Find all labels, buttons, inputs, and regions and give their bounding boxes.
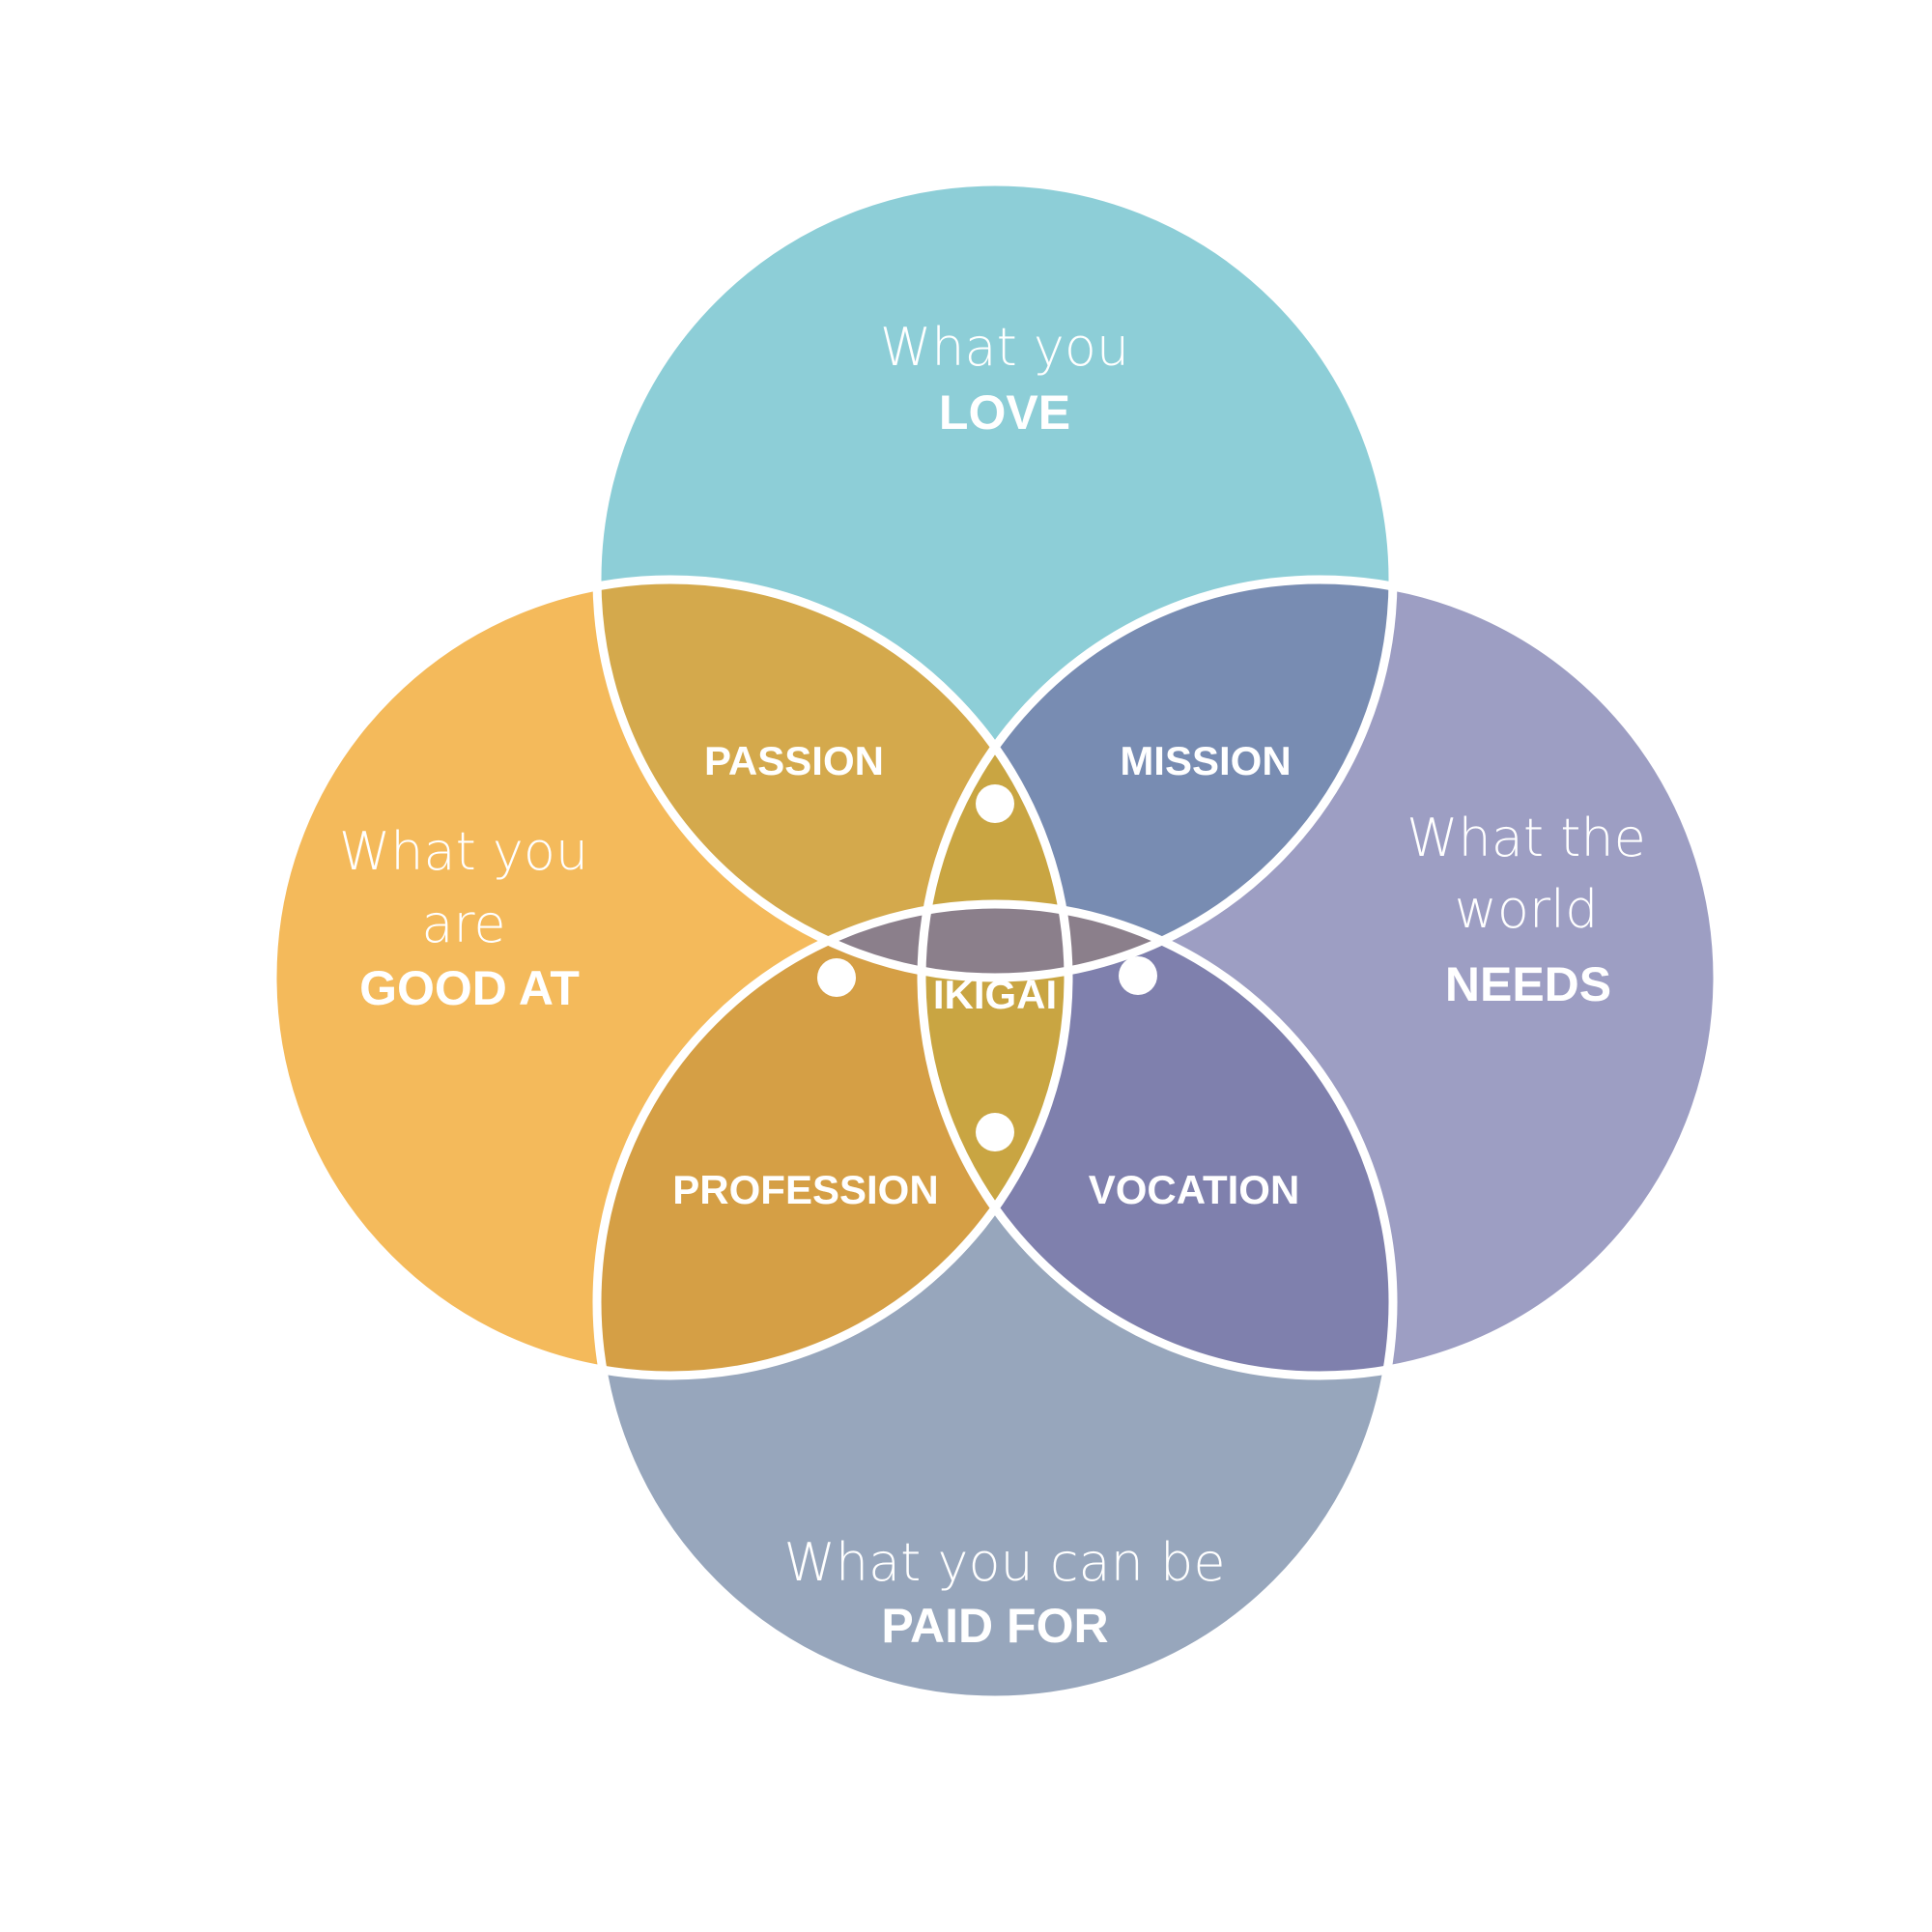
- dot-right: [1119, 956, 1157, 995]
- outline-good-at: [268, 575, 1073, 1380]
- mission-label: MISSION: [1120, 738, 1291, 783]
- vocation-label: VOCATION: [1089, 1167, 1300, 1212]
- love-line2: LOVE: [939, 385, 1070, 440]
- world-line1: What the: [1406, 808, 1646, 868]
- paid-for-line2: PAID FOR: [881, 1599, 1108, 1653]
- outline-paid-for: [592, 899, 1398, 1705]
- region-mission: [922, 580, 1393, 978]
- profession-label: PROFESSION: [672, 1167, 938, 1212]
- good-at-line1: What you: [339, 821, 588, 882]
- dot-bottom: [976, 1113, 1014, 1151]
- dot-top: [976, 784, 1014, 823]
- ikigai-label: IKIGAI: [933, 972, 1057, 1017]
- outline-world-needs: [917, 575, 1722, 1380]
- good-at-line3: GOOD AT: [359, 961, 580, 1015]
- dot-left: [817, 958, 856, 997]
- good-at-line2: are: [421, 894, 505, 954]
- world-line3: NEEDS: [1445, 957, 1611, 1011]
- region-passion: [597, 580, 1068, 978]
- passion-label: PASSION: [704, 738, 884, 783]
- world-line2: world: [1455, 879, 1599, 940]
- love-line1: What you: [880, 317, 1129, 378]
- outline-love: [592, 177, 1398, 982]
- paid-for-line1: What you can be: [783, 1532, 1225, 1593]
